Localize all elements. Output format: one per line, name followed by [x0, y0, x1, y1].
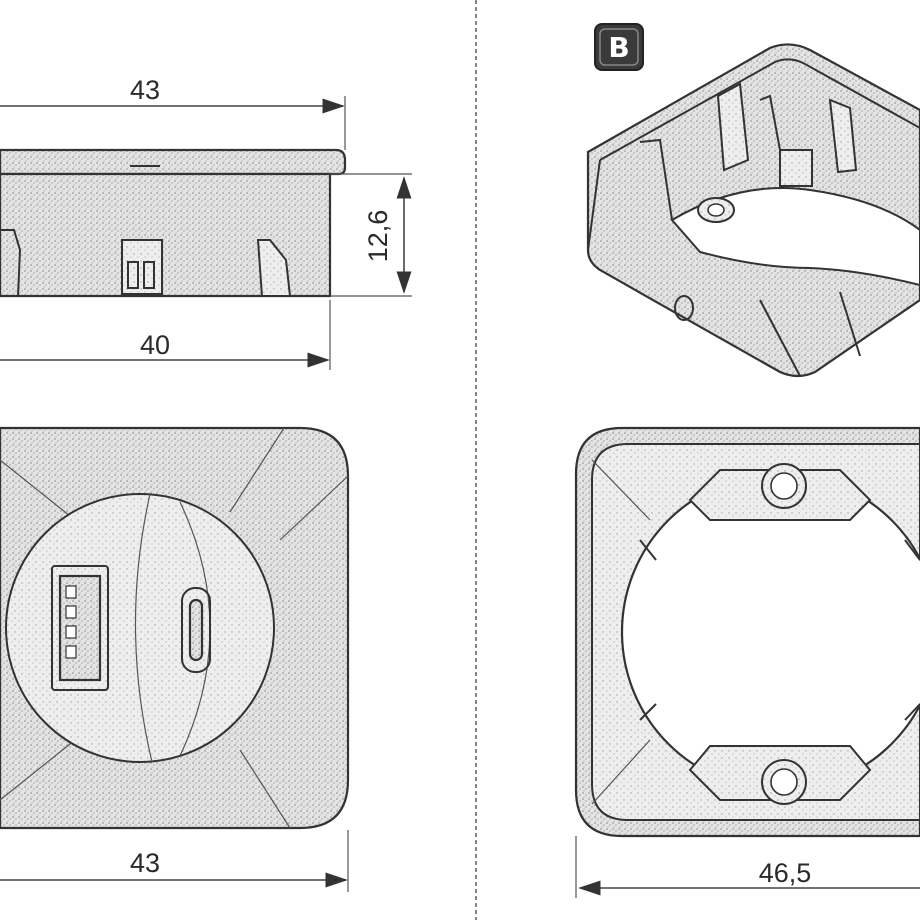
flange — [0, 148, 347, 176]
dimension-label-inner-width: 40 — [140, 330, 170, 360]
dimension-label-top-width: 43 — [130, 75, 160, 105]
usb-c-port — [181, 587, 211, 673]
badge-label: B — [608, 31, 629, 64]
usb-a-port — [51, 565, 109, 691]
side-hole — [674, 295, 694, 321]
dimension-label-height: 12,6 — [363, 210, 393, 263]
bottom-screw-hole — [770, 768, 798, 796]
dimension-label-front-width: 43 — [130, 848, 160, 878]
frame-top-opening — [620, 472, 920, 792]
side-view: 43 12,6 40 — [0, 75, 412, 370]
badge — [594, 23, 644, 71]
dimension-label-frame-width: 46,5 — [759, 858, 812, 888]
frame-top-view: 46,5 — [574, 426, 920, 898]
right-clip — [256, 239, 292, 297]
usb-insert — [5, 493, 275, 763]
front-view: 43 — [0, 426, 350, 892]
top-screw-hole — [770, 472, 798, 500]
isometric-frame-view: B — [586, 23, 920, 378]
